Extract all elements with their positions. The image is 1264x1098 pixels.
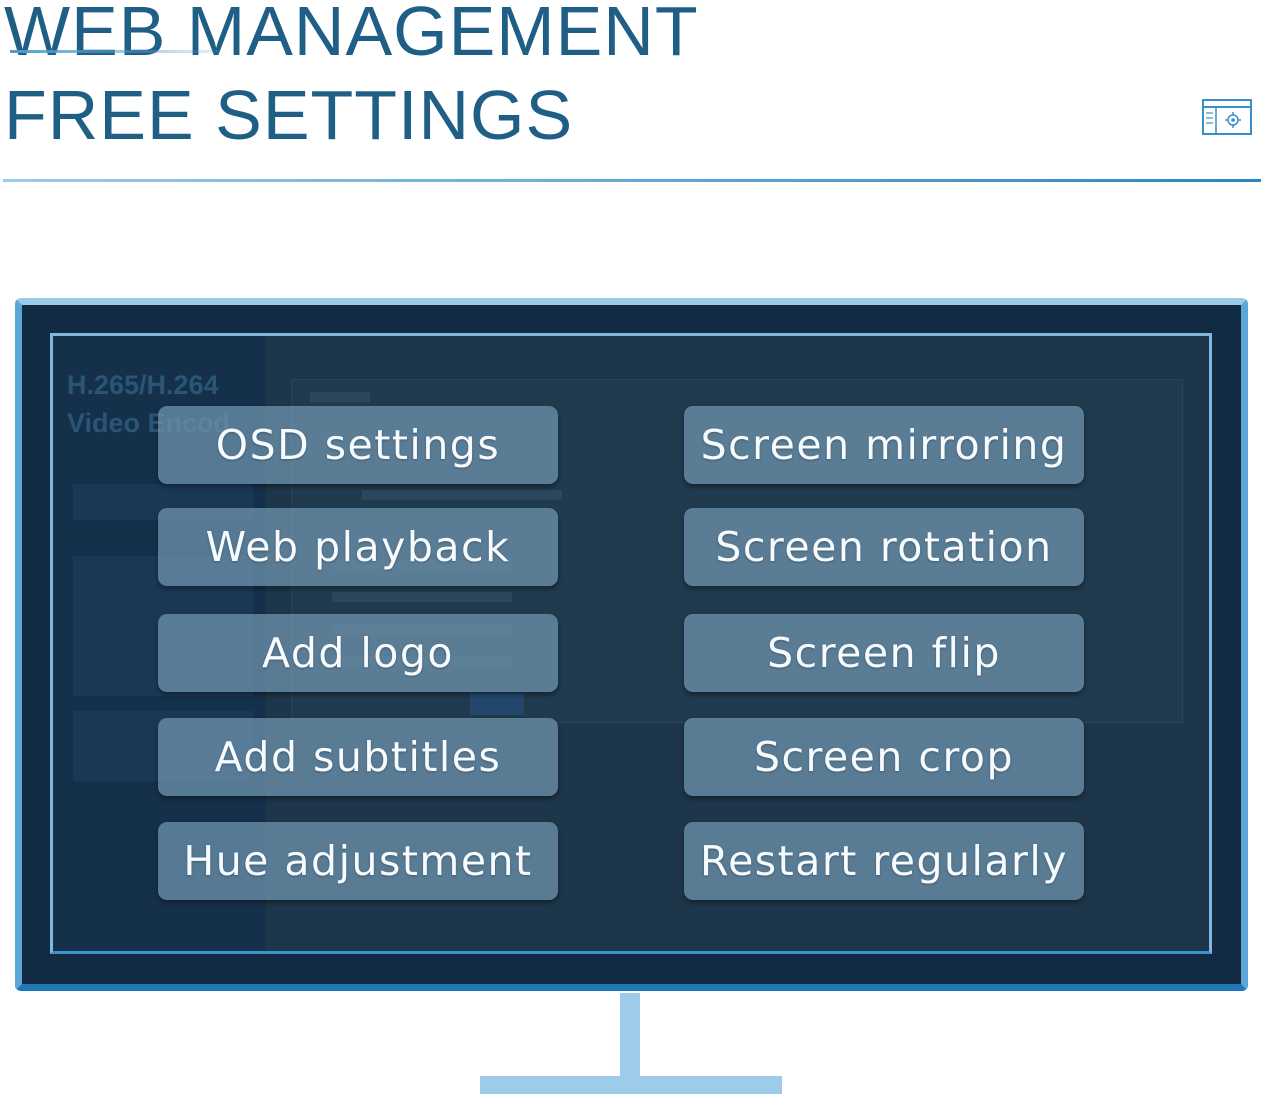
screen-panel-row: [362, 490, 562, 500]
feature-label: Restart regularly: [699, 837, 1069, 885]
feature-label: Add logo: [262, 629, 454, 677]
screen-apply-button: [470, 693, 524, 715]
settings-window-icon: [1202, 99, 1252, 135]
page-title-line-2: FREE SETTINGS: [4, 76, 574, 154]
feature-label: Screen crop: [753, 733, 1015, 781]
feature-label: Add subtitles: [214, 733, 502, 781]
feature-label: Hue adjustment: [183, 837, 533, 885]
feature-label: Web playback: [205, 523, 511, 571]
feature-screen-crop: Screen crop: [684, 718, 1084, 796]
screen-panel-row: [310, 392, 370, 402]
feature-label: Screen flip: [767, 629, 1001, 677]
screen-panel-row: [332, 592, 512, 602]
feature-web-playback: Web playback: [158, 508, 558, 586]
feature-osd-settings: OSD settings: [158, 406, 558, 484]
feature-screen-flip: Screen flip: [684, 614, 1084, 692]
feature-restart-regularly: Restart regularly: [684, 822, 1084, 900]
page-title-line-1: WEB MANAGEMENT: [4, 0, 699, 70]
feature-label: Screen mirroring: [700, 421, 1068, 469]
feature-label: Screen rotation: [715, 523, 1053, 571]
header-divider: [3, 179, 1261, 182]
feature-add-logo: Add logo: [158, 614, 558, 692]
feature-add-subtitles: Add subtitles: [158, 718, 558, 796]
monitor-stand-neck: [620, 993, 640, 1079]
feature-hue-adjustment: Hue adjustment: [158, 822, 558, 900]
monitor-stand-base: [480, 1076, 782, 1094]
feature-label: OSD settings: [215, 421, 501, 469]
title-underline: [10, 50, 220, 53]
feature-screen-rotation: Screen rotation: [684, 508, 1084, 586]
feature-screen-mirroring: Screen mirroring: [684, 406, 1084, 484]
